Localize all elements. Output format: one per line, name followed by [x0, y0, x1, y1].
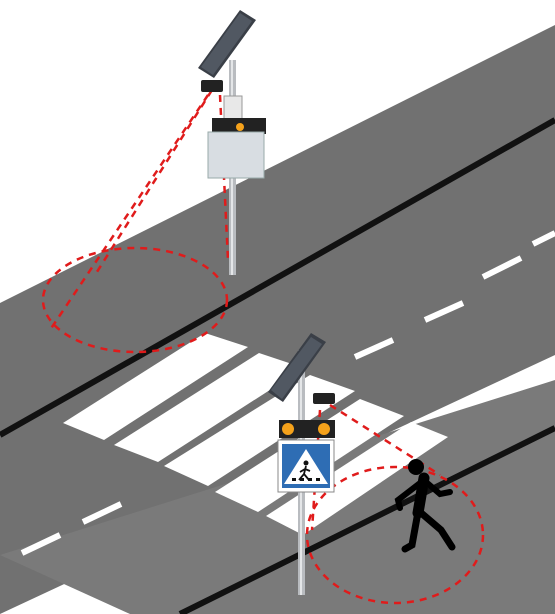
pole-far — [41, 10, 266, 354]
sign-back-far — [207, 131, 265, 179]
crosswalk-stripe — [63, 333, 248, 440]
pedestrian — [394, 459, 456, 553]
warning-light-left — [282, 423, 294, 435]
walking-person-icon — [408, 459, 424, 475]
crosswalk-stripe — [164, 375, 355, 486]
warning-light-right — [318, 423, 330, 435]
camera-head — [201, 80, 223, 92]
pole-near — [268, 333, 485, 605]
detection-zone-far — [41, 246, 229, 354]
detection-zone-near — [305, 465, 485, 605]
crosswalk-stripe — [114, 353, 304, 462]
road-surface — [0, 25, 555, 614]
crosswalk-stripe — [266, 422, 448, 535]
road-edge-line-bottom — [178, 425, 555, 614]
center-dashes — [20, 230, 555, 556]
road-edge-line-top — [0, 117, 555, 438]
camera-head — [313, 393, 335, 404]
